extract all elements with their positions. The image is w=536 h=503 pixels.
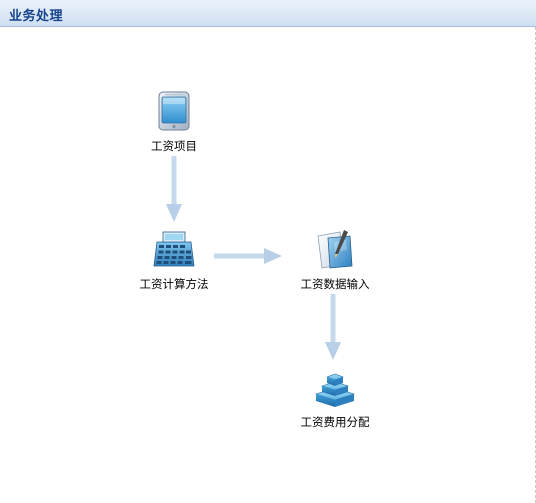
node-label: 工资计算方法 [139,277,209,291]
panel-header: 业务处理 [0,0,536,27]
tablet-icon [153,90,195,132]
node-data-input[interactable]: 工资数据输入 [298,228,372,292]
node-label: 工资数据输入 [300,277,370,291]
document-pen-icon [314,228,356,270]
node-calc-method[interactable]: 工资计算方法 [138,228,210,292]
node-label: 工资费用分配 [300,415,370,429]
stacked-boxes-icon [314,366,356,408]
panel-title: 业务处理 [9,9,64,24]
node-salary-items[interactable]: 工资项目 [147,90,201,154]
calculator-icon [153,228,195,270]
flow-arrow-down-2 [325,294,341,360]
node-label: 工资项目 [151,139,197,153]
flow-arrow-right-1 [214,248,282,264]
node-cost-allocation[interactable]: 工资费用分配 [298,366,372,430]
flow-arrow-down-1 [166,156,182,222]
